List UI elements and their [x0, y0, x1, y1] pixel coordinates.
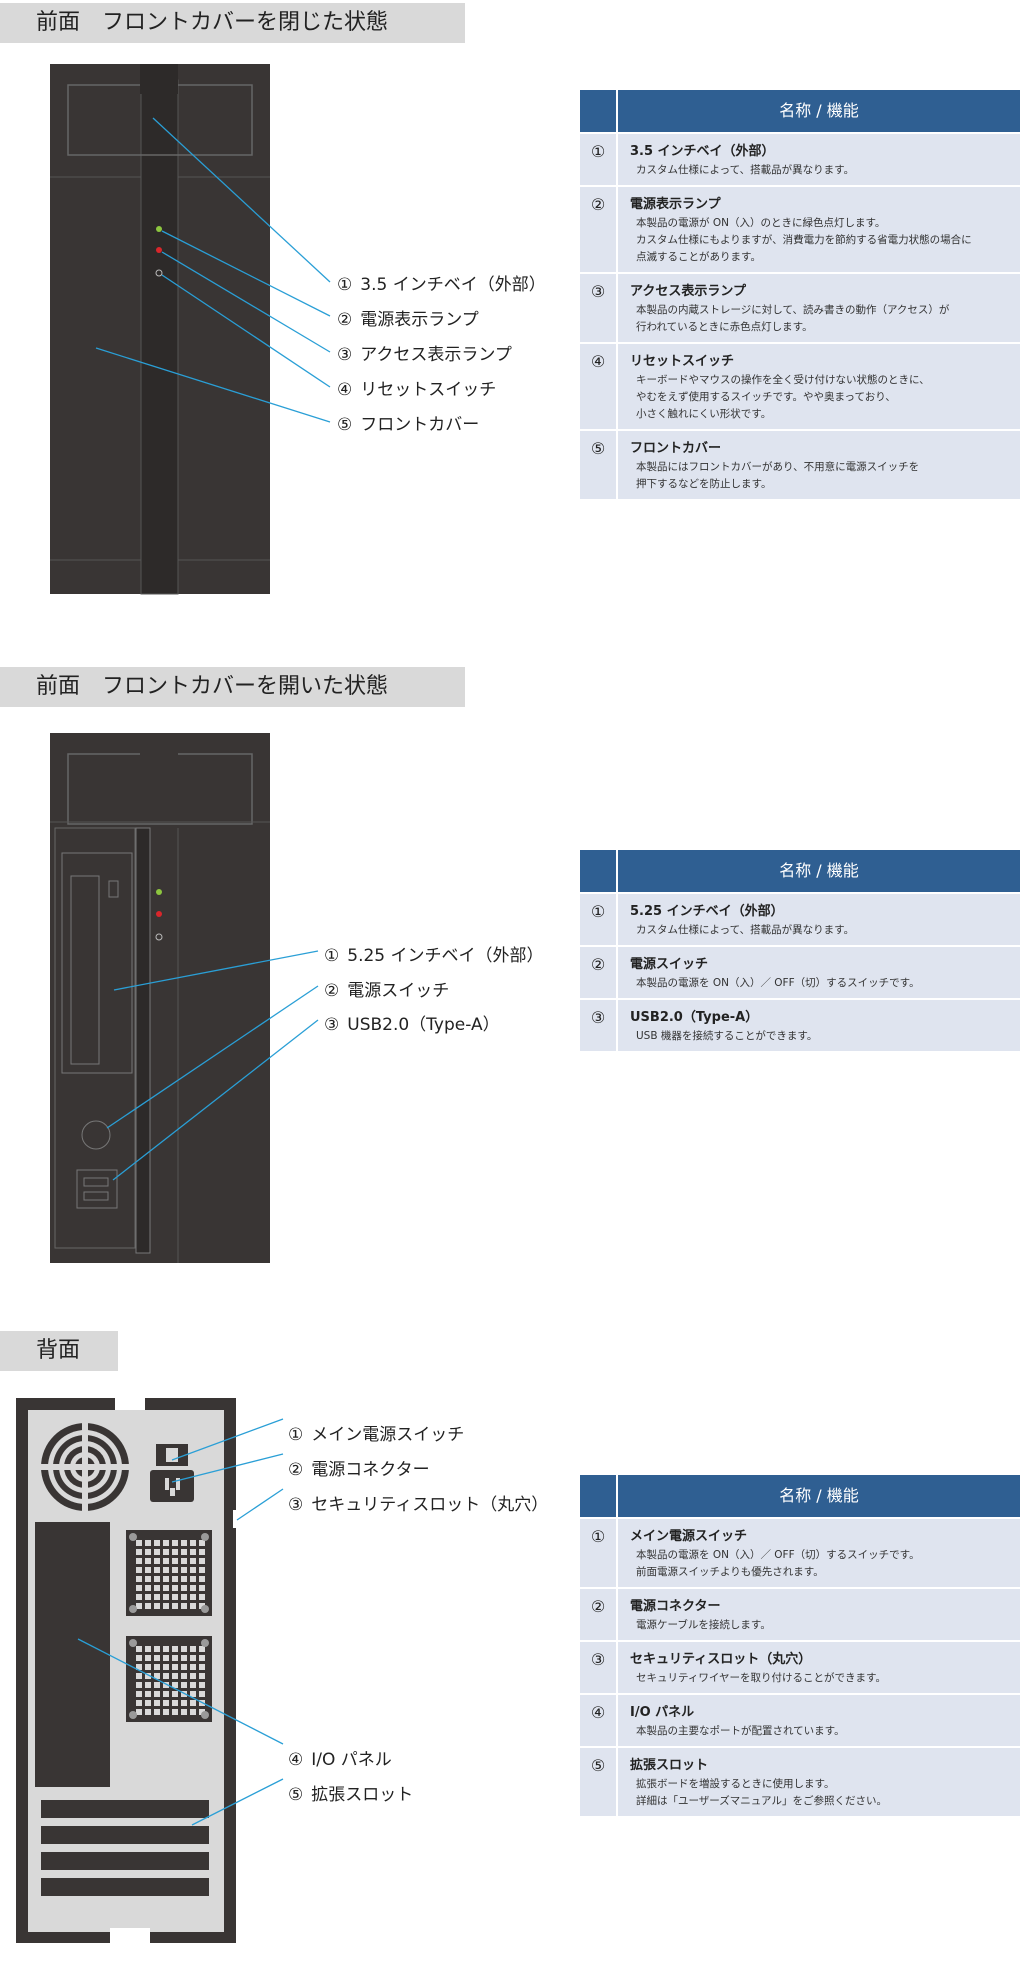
io-panel: [35, 1522, 110, 1787]
power-lamp: [156, 889, 162, 895]
expansion-slot: [41, 1800, 209, 1818]
section-title-rear: 背面: [0, 1331, 118, 1371]
power-connector: [150, 1470, 194, 1502]
section-title-front-closed: 前面 フロントカバーを閉じた状態: [0, 3, 465, 43]
expansion-slot: [41, 1852, 209, 1870]
access-lamp: [156, 911, 162, 917]
table-header: 名称 / 機能: [618, 90, 1020, 132]
usb-port: [76, 1169, 118, 1209]
table-header: 名称 / 機能: [618, 850, 1020, 892]
security-slot: [233, 1510, 237, 1528]
diagram-rear: [0, 1380, 560, 1974]
diagram-front-open: [0, 700, 560, 1280]
expansion-slot: [41, 1826, 209, 1844]
reset-switch: [155, 269, 163, 277]
expansion-slot: [41, 1878, 209, 1896]
psu-fan: [41, 1423, 129, 1511]
power-switch: [81, 1120, 111, 1150]
diagram-front-closed: [0, 0, 560, 640]
table-header: 名称 / 機能: [618, 1475, 1020, 1517]
reset-switch: [155, 933, 163, 941]
section-title-front-open: 前面 フロントカバーを開いた状態: [0, 667, 465, 707]
access-lamp: [156, 247, 162, 253]
power-lamp: [156, 226, 162, 232]
drive-bay-5-25: [61, 852, 133, 1074]
